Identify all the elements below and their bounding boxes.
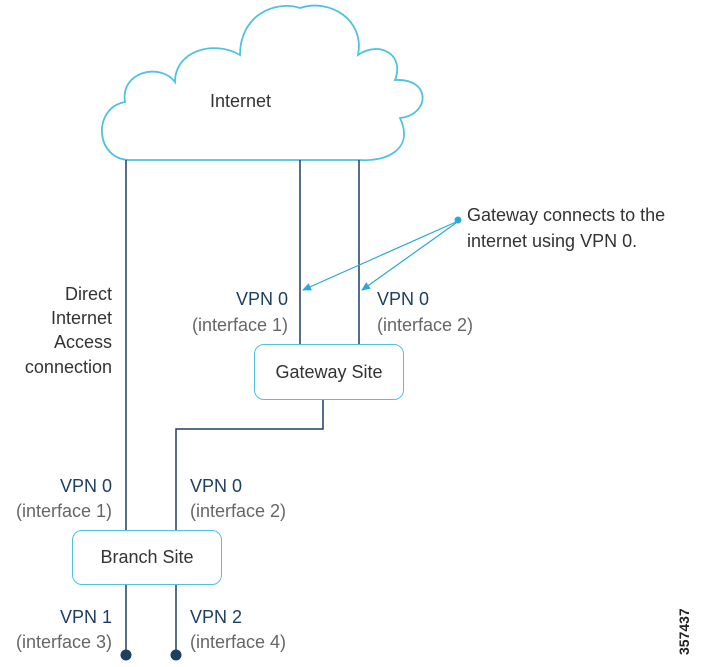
branch-if4-vpn: VPN 2 [190,607,243,627]
dia-label-line-4: connection [24,357,112,377]
figure-id: 357437 [676,608,692,655]
internet-cloud [101,4,424,162]
branch-if1-vpn: VPN 0 [59,476,112,496]
branch-site-box: Branch Site [72,530,222,585]
dia-label-line-3: Access [53,332,112,352]
callout-arrow-1 [302,221,457,291]
branch-if3-iface: (interface 3) [15,632,112,652]
gateway-site-box: Gateway Site [254,344,404,400]
gateway-site-label: Gateway Site [275,361,383,382]
callout-line-1: Gateway connects to the [467,205,666,225]
callout-line-2: internet using VPN 0. [467,231,638,251]
branch-site-label: Branch Site [100,547,194,567]
callout-dot [454,216,462,224]
vpn2-endpoint [170,649,182,661]
branch-if3-vpn: VPN 1 [59,607,112,627]
gateway-if1-vpn: VPN 0 [235,289,288,309]
internet-label: Internet [210,91,272,111]
gateway-if2-vpn: VPN 0 [377,289,430,309]
branch-if2-iface: (interface 2) [190,501,287,521]
vpn1-endpoint [120,649,132,661]
gateway-if2-iface: (interface 2) [377,315,474,335]
gateway-if1-iface: (interface 1) [191,315,288,335]
callout-arrow-2 [361,222,457,291]
branch-if2-vpn: VPN 0 [190,476,243,496]
branch-if1-iface: (interface 1) [15,501,112,521]
dia-label-line-2: Internet [50,308,112,328]
dia-label-line-1: Direct [64,284,112,304]
branch-if4-iface: (interface 4) [190,632,287,652]
gateway-branch-line [175,400,324,530]
